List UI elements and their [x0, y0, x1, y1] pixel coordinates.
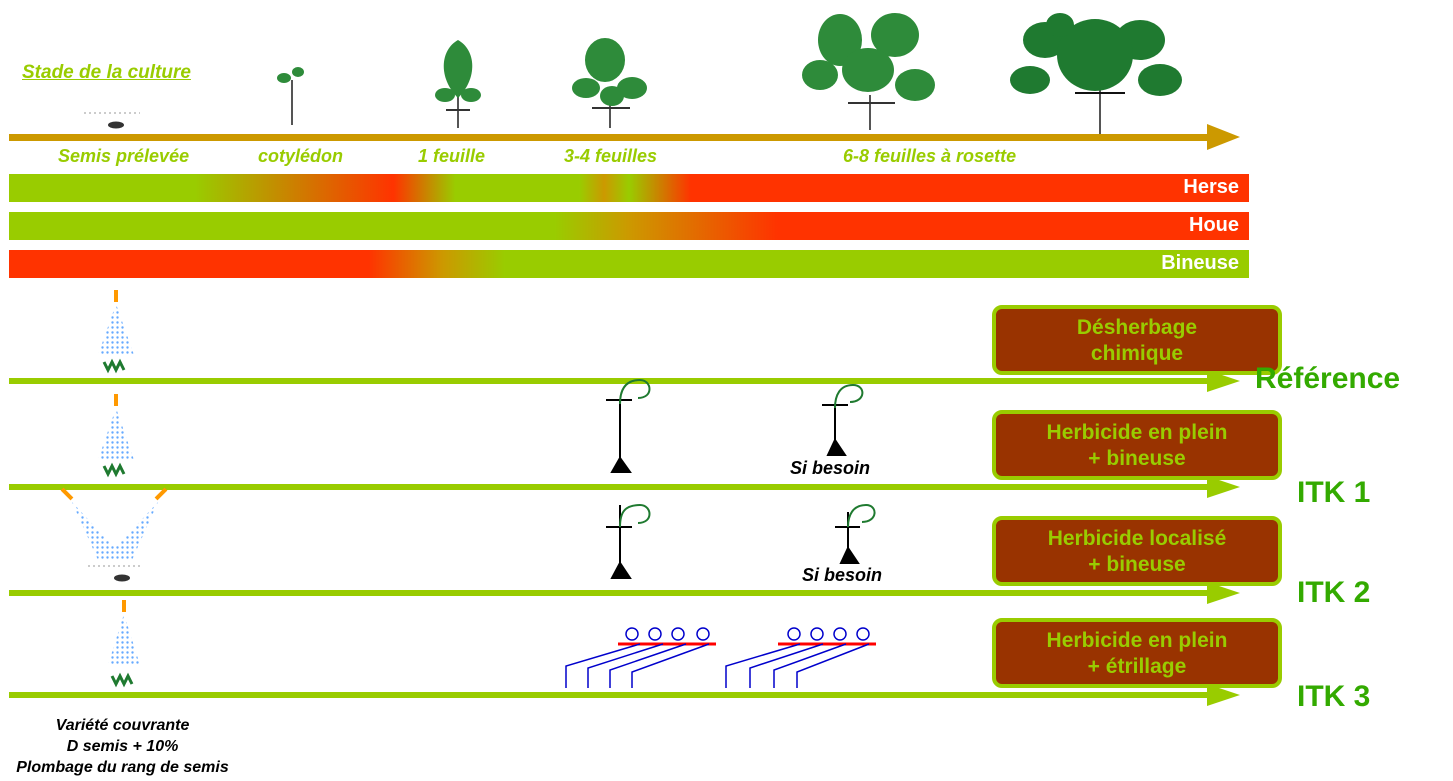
note-line: Variété couvrante — [55, 717, 190, 734]
sprayer-full-icon-itk3 — [108, 600, 140, 688]
strategy-box-line1: Herbicide localisé — [1047, 527, 1227, 550]
tool-label-herse: Herse — [1183, 176, 1239, 198]
strategy-box-line1: Herbicide en plein — [1046, 421, 1228, 444]
six-eight-leaves-plant-icon — [802, 13, 935, 130]
strategy-box-itk1: Herbicide en plein + bineuse — [992, 410, 1282, 480]
tool-label-houe: Houe — [1189, 214, 1239, 236]
stage-title: Stade de la culture — [22, 62, 191, 83]
stage-label-6-8-feuilles: 6-8 feuilles à rosette — [843, 146, 1017, 166]
hoe-icon-itk1-a — [606, 378, 651, 473]
crop-stage-arrow — [9, 124, 1240, 150]
strategy-name-itk1: ITK 1 — [1297, 476, 1371, 509]
row-arrow-reference — [9, 370, 1240, 392]
si-besoin-itk2: Si besoin — [802, 565, 883, 585]
si-besoin-itk1: Si besoin — [790, 458, 871, 478]
stage-label-1-feuille: 1 feuille — [418, 146, 486, 166]
harrow-icon-itk3-b — [725, 627, 876, 688]
strategy-box-line2: + étrillage — [1087, 655, 1187, 678]
three-four-leaves-plant-icon — [572, 38, 647, 128]
strategy-name-itk2: ITK 2 — [1297, 576, 1371, 609]
strategy-name-itk3: ITK 3 — [1297, 680, 1371, 713]
tool-bar-houe: Houe — [9, 212, 1249, 240]
strategy-box-itk3: Herbicide en plein + étrillage — [992, 618, 1282, 688]
sprayer-localized-icon-itk2 — [60, 487, 168, 582]
rosette-plant-icon — [1010, 13, 1182, 140]
hoe-icon-itk2-b — [835, 503, 876, 564]
strategy-box-itk2: Herbicide localisé + bineuse — [992, 516, 1282, 586]
row-arrow-itk2 — [9, 582, 1240, 604]
tool-bar-bineuse: Bineuse — [9, 250, 1249, 278]
strategy-box-line2: chimique — [1090, 342, 1184, 365]
tool-label-bineuse: Bineuse — [1161, 252, 1239, 274]
hoe-icon-itk1-b — [822, 383, 864, 456]
strategy-box-line1: Herbicide en plein — [1046, 629, 1228, 652]
one-leaf-plant-icon — [435, 40, 481, 128]
harrow-icon-itk3-a — [565, 627, 716, 688]
tool-bar-herse: Herse — [9, 174, 1249, 202]
stage-label-semis: Semis prélevée — [58, 146, 190, 166]
stage-label-3-4-feuilles: 3-4 feuilles — [564, 146, 658, 166]
agronomic-notes: Variété couvrante D semis + 10% Plombage… — [0, 715, 245, 778]
seed-icon — [84, 112, 140, 129]
hoe-icon-itk2-a — [606, 503, 651, 579]
note-line: D semis + 10% — [66, 738, 179, 755]
strategy-box-line2: + bineuse — [1088, 447, 1186, 470]
note-line: Plombage du rang de semis — [16, 759, 229, 776]
strategy-name-reference: Référence — [1255, 362, 1401, 395]
row-arrow-itk1 — [9, 476, 1240, 498]
strategy-box-reference: Désherbage chimique — [992, 305, 1282, 375]
sprayer-full-icon-itk1 — [98, 394, 134, 478]
sprayer-full-icon-reference — [98, 290, 134, 374]
stage-label-cotyledon: cotylédon — [258, 146, 344, 166]
strategy-box-line1: Désherbage — [1076, 316, 1198, 339]
strategy-box-line2: + bineuse — [1088, 553, 1186, 576]
cotyledon-plant-icon — [277, 67, 304, 125]
row-arrow-itk3 — [9, 684, 1240, 706]
